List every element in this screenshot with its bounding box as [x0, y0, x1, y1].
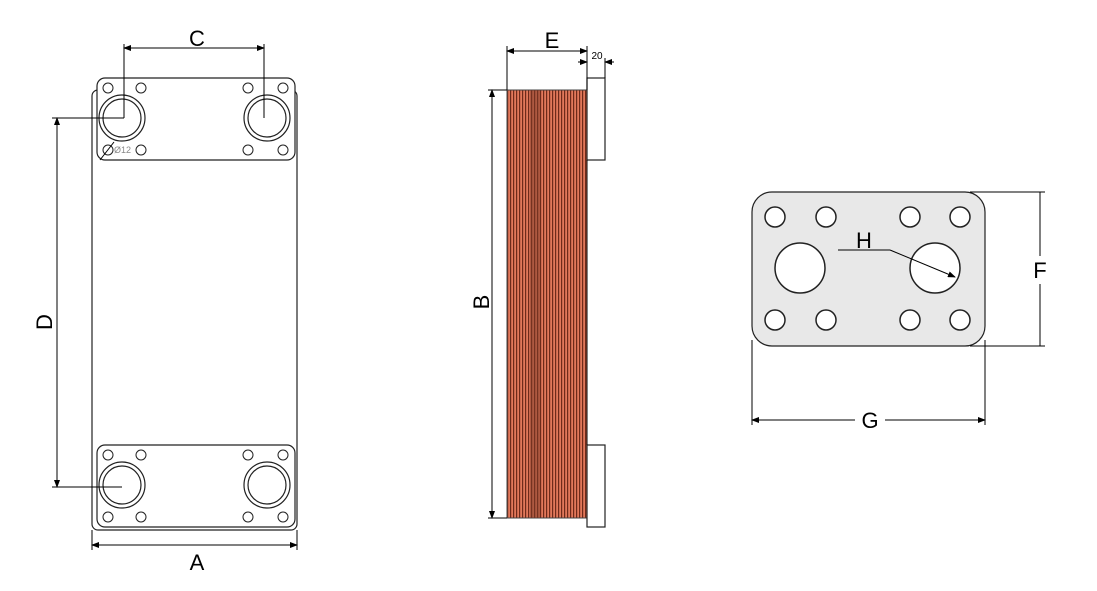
port-plate-view: H F G — [751, 191, 1047, 433]
dimension-e: E — [545, 28, 560, 53]
dimension-f: F — [1033, 258, 1046, 283]
dimension-d: D — [32, 314, 57, 330]
front-view: Ø12 C D A — [32, 26, 298, 575]
dimension-h: H — [856, 228, 872, 253]
bolt-hole-label: Ø12 — [114, 145, 131, 155]
ports — [98, 94, 291, 509]
dimension-g: G — [861, 408, 878, 433]
dimension-c: C — [189, 26, 205, 51]
dimension-a: A — [190, 550, 205, 575]
port-plate — [751, 191, 986, 347]
plate-stack — [506, 89, 588, 519]
plate-ports — [774, 242, 961, 294]
top-frame-plate — [586, 77, 606, 161]
plate-bolt-holes — [764, 206, 971, 331]
side-view: B E 20 — [469, 28, 614, 528]
bolt-holes — [102, 82, 289, 523]
bottom-port-plate — [96, 444, 296, 528]
bottom-frame-plate — [586, 444, 606, 528]
frame-thickness-label: 20 — [591, 51, 603, 62]
top-port-plate — [96, 77, 296, 161]
dimension-b: B — [469, 295, 494, 310]
